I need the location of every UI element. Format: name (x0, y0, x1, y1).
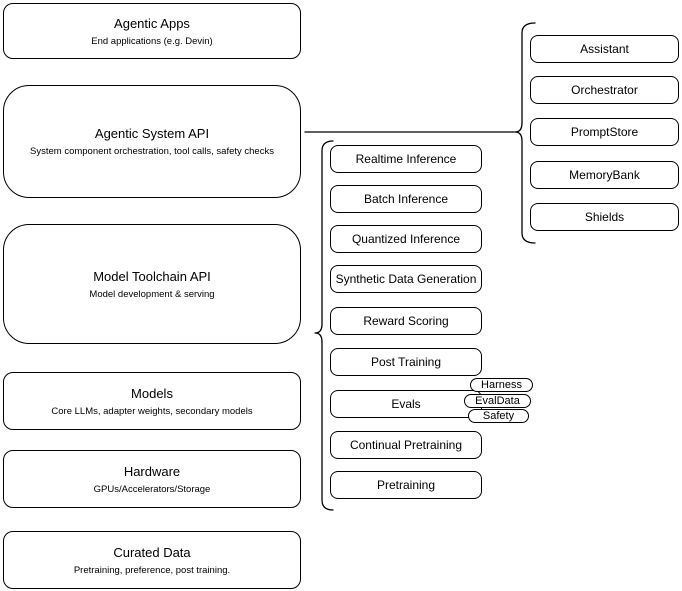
node-hardware: Hardware GPUs/Accelerators/Storage (3, 450, 301, 508)
node-label: Reward Scoring (363, 314, 449, 328)
tag-label: Harness (481, 379, 522, 391)
node-title: Model Toolchain API (93, 268, 211, 284)
node-subtitle: GPUs/Accelerators/Storage (93, 483, 211, 495)
node-label: Continual Pretraining (349, 438, 463, 452)
node-reward-scoring: Reward Scoring (330, 307, 482, 335)
node-label: PromptStore (570, 125, 639, 139)
node-models: Models Core LLMs, adapter weights, secon… (3, 372, 301, 430)
node-continual-pretraining: Continual Pretraining (330, 431, 482, 459)
node-subtitle: Model development & serving (89, 288, 215, 300)
node-subtitle: Pretraining, preference, post training. (73, 564, 231, 576)
node-label: Synthetic Data Generation (335, 272, 477, 286)
node-subtitle: End applications (e.g. Devin) (91, 35, 213, 47)
tag-evaldata: EvalData (464, 394, 531, 408)
node-label: Shields (584, 210, 625, 224)
node-model-toolchain-api: Model Toolchain API Model development & … (3, 224, 301, 344)
node-label: Assistant (580, 42, 629, 56)
node-subtitle: Core LLMs, adapter weights, secondary mo… (51, 405, 253, 417)
node-label: Pretraining (376, 478, 436, 492)
node-label: Orchestrator (571, 83, 638, 97)
tag-safety: Safety (468, 409, 529, 423)
tag-harness: Harness (470, 378, 533, 392)
node-batch-inference: Batch Inference (330, 185, 482, 213)
node-quantized-inference: Quantized Inference (330, 225, 482, 253)
tag-label: EvalData (475, 395, 520, 407)
node-promptstore: PromptStore (530, 118, 679, 146)
node-label: Quantized Inference (351, 232, 461, 246)
node-memorybank: MemoryBank (530, 161, 679, 189)
node-title: Models (131, 385, 173, 401)
node-pretraining: Pretraining (330, 471, 482, 499)
node-label: Batch Inference (363, 192, 449, 206)
node-subtitle: System component orchestration, tool cal… (30, 146, 274, 157)
node-post-training: Post Training (330, 348, 482, 376)
node-label: Post Training (370, 355, 442, 369)
node-agentic-system-api: Agentic System API System component orch… (3, 85, 301, 198)
node-title: Curated Data (113, 544, 191, 560)
node-synthetic-data-generation: Synthetic Data Generation (330, 265, 482, 293)
node-realtime-inference: Realtime Inference (330, 145, 482, 173)
node-agentic-apps: Agentic Apps End applications (e.g. Devi… (3, 3, 301, 59)
node-label: Realtime Inference (355, 152, 457, 166)
node-title: Agentic System API (94, 126, 210, 141)
node-evals: Evals (330, 390, 482, 418)
node-shields: Shields (530, 203, 679, 231)
node-orchestrator: Orchestrator (530, 76, 679, 104)
tag-label: Safety (482, 410, 515, 422)
node-title: Agentic Apps (114, 15, 190, 31)
node-label: MemoryBank (569, 168, 640, 182)
node-curated-data: Curated Data Pretraining, preference, po… (3, 531, 301, 589)
node-assistant: Assistant (530, 35, 679, 63)
node-title: Hardware (123, 463, 181, 479)
node-label: Evals (391, 397, 421, 411)
